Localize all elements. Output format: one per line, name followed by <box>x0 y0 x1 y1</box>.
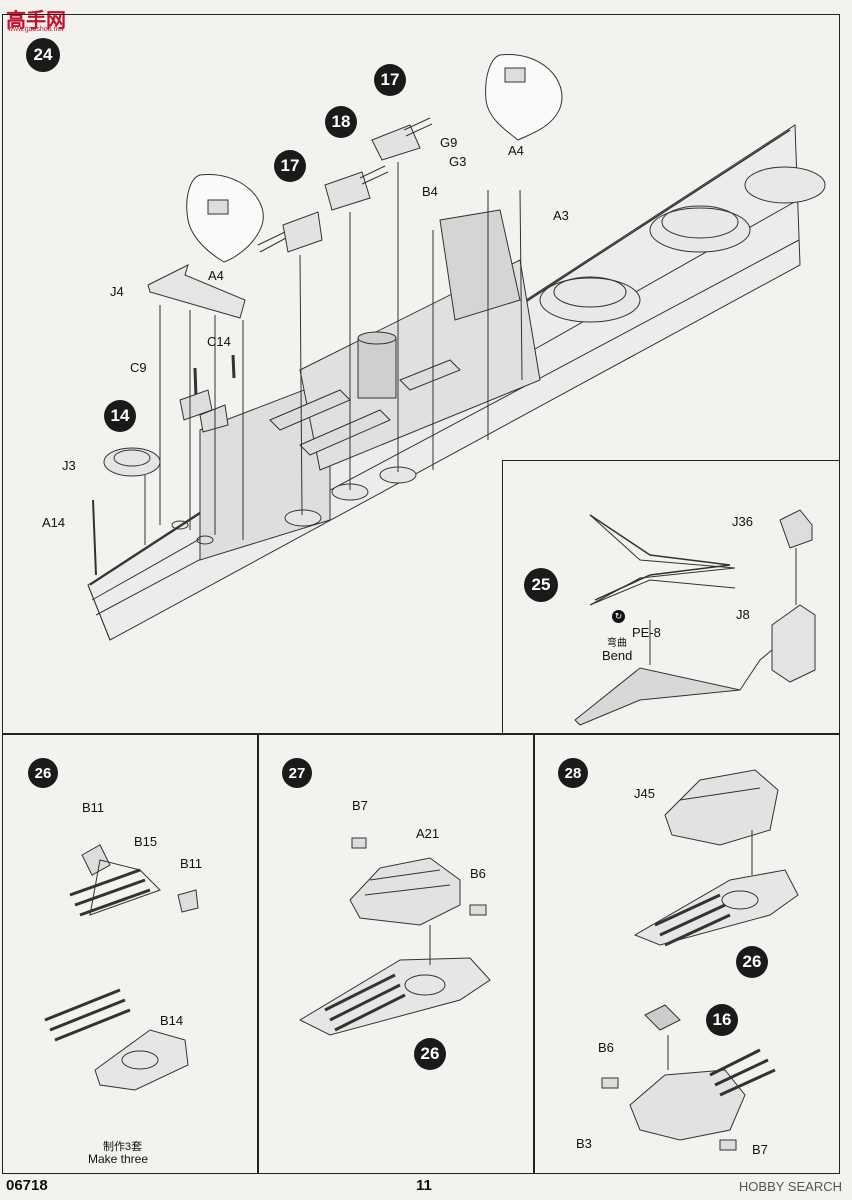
part-label-b7: B7 <box>352 798 368 813</box>
part-label-b11-top: B11 <box>82 800 105 815</box>
part-label-j4: J4 <box>110 284 124 299</box>
step-number-27: 27 <box>282 758 312 788</box>
ref-turret-17-top: 17 <box>374 64 406 96</box>
part-label-c14: C14 <box>207 334 231 349</box>
part-label-j8: J8 <box>736 607 750 622</box>
part-label-b15: B15 <box>134 834 158 849</box>
part-label-a4-left: A4 <box>208 268 224 283</box>
step28-frame <box>534 734 840 1174</box>
step25-frame <box>502 460 840 734</box>
part-label-j36: J36 <box>732 514 753 529</box>
ref-step-26-in-27: 26 <box>414 1038 446 1070</box>
bend-label-cn: 弯曲 <box>607 638 627 649</box>
make-three-cn: 制作3套 <box>103 1141 143 1153</box>
ref-turret-17-left: 17 <box>274 150 306 182</box>
part-label-c9: C9 <box>130 360 147 375</box>
part-label-a21: A21 <box>416 826 440 841</box>
watermark: HOBBY SEARCH <box>738 1179 842 1194</box>
part-label-b14: B14 <box>160 1013 184 1028</box>
step-number-28: 28 <box>558 758 588 788</box>
product-code: 06718 <box>6 1177 48 1194</box>
step26-frame <box>2 734 258 1174</box>
bend-label-en: Bend <box>602 648 633 663</box>
step27-frame <box>258 734 534 1174</box>
ref-gun-14: 14 <box>104 400 136 432</box>
part-label-pe8: PE-8 <box>632 625 661 640</box>
part-label-j3: J3 <box>62 458 76 473</box>
part-label-b4: B4 <box>422 184 438 199</box>
part-label-b11-right: B11 <box>180 856 203 871</box>
part-label-g3: G3 <box>449 154 467 169</box>
part-label-a4-top: A4 <box>508 143 524 158</box>
site-logo-url: www.gaoshou.net <box>8 26 64 33</box>
part-label-a14: A14 <box>42 515 66 530</box>
part-label-g9: G9 <box>440 135 458 150</box>
make-three-en: Make three <box>88 1152 149 1166</box>
page-number: 11 <box>416 1177 432 1194</box>
step-number-25: 25 <box>524 568 558 602</box>
step-number-26: 26 <box>28 758 58 788</box>
ref-step-16: 16 <box>706 1004 738 1036</box>
ref-step-26-in-28: 26 <box>736 946 768 978</box>
part-label-a3: A3 <box>553 208 569 223</box>
ref-turret-18: 18 <box>325 106 357 138</box>
step-number-24: 24 <box>26 38 60 72</box>
part-label-b3: B3 <box>576 1136 592 1151</box>
part-label-b6-28: B6 <box>598 1040 614 1055</box>
main-frame <box>2 14 840 734</box>
part-label-b6: B6 <box>470 866 486 881</box>
site-logo: 高手网 <box>6 10 66 32</box>
part-label-j45: J45 <box>634 786 655 801</box>
bend-icon: ↻ <box>612 610 625 623</box>
part-label-b7-28: B7 <box>752 1142 768 1157</box>
